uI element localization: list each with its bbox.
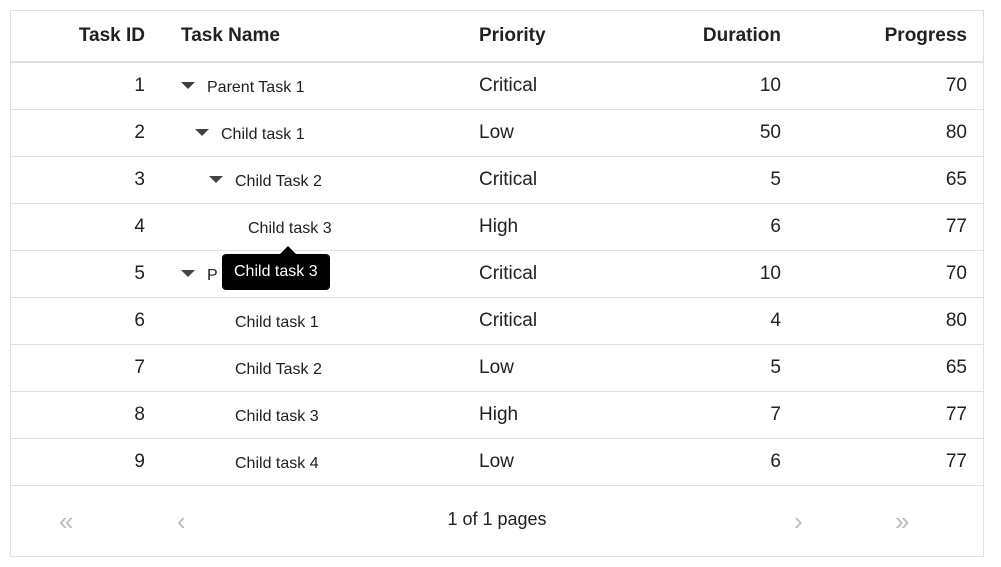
cell-task-name: Child Task 2 [181, 345, 461, 391]
cell-duration: 6 [770, 216, 781, 237]
double-chevron-left-icon[interactable]: « [59, 506, 74, 536]
table-row[interactable]: 6 Child task 1 Critical 4 80 [11, 298, 983, 345]
task-name-label: Child task 3 [248, 220, 332, 237]
cell-priority: Critical [479, 169, 538, 190]
cell-task-id: 6 [134, 310, 145, 331]
caret-down-icon[interactable] [181, 270, 195, 278]
cell-progress: 77 [945, 451, 967, 472]
table-row[interactable]: 7 Child Task 2 Low 5 65 [11, 345, 983, 392]
cell-priority: Low [479, 357, 514, 378]
cell-progress: 80 [945, 310, 967, 331]
cell-duration: 5 [770, 169, 781, 190]
task-name-label: Parent Task 1 [207, 79, 305, 96]
header-task-name[interactable]: Task Name [181, 25, 280, 46]
cell-duration: 10 [759, 75, 781, 96]
cell-task-id: 4 [134, 216, 145, 237]
cell-priority: Low [479, 122, 514, 143]
table-row[interactable]: 1 Parent Task 1 Critical 10 70 [11, 63, 983, 110]
chevron-right-icon[interactable]: › [794, 506, 803, 536]
task-name-label: Child task 1 [221, 126, 305, 143]
cell-priority: Low [479, 451, 514, 472]
task-name-label: Child Task 2 [235, 361, 322, 378]
cell-task-id: 3 [134, 169, 145, 190]
task-name-label: Child task 4 [235, 455, 319, 472]
cell-priority: High [479, 216, 519, 237]
tooltip-text: Child task 3 [234, 263, 318, 280]
cell-duration: 10 [759, 263, 781, 284]
cell-progress: 77 [945, 216, 967, 237]
cell-progress: 80 [945, 122, 967, 143]
cell-task-name: Child Task 2 [181, 157, 461, 203]
cell-task-name: Child task 4 [181, 439, 461, 485]
tooltip: Child task 3 [222, 246, 330, 290]
table-row[interactable]: 2 Child task 1 Low 50 80 [11, 110, 983, 157]
cell-progress: 70 [945, 75, 967, 96]
tree-grid: Task ID Task Name Priority Duration Prog… [10, 10, 984, 557]
cell-duration: 7 [770, 404, 781, 425]
double-chevron-right-icon[interactable]: » [895, 506, 910, 536]
cell-task-name: Child task 1 [181, 298, 461, 344]
cell-task-name: Child task 3 [181, 204, 461, 250]
cell-task-name: P [181, 251, 461, 297]
table-row[interactable]: 9 Child task 4 Low 6 77 [11, 439, 983, 486]
cell-progress: 65 [945, 357, 967, 378]
cell-duration: 50 [759, 122, 781, 143]
grid-header: Task ID Task Name Priority Duration Prog… [11, 11, 983, 63]
cell-task-id: 2 [134, 122, 145, 143]
cell-priority: Critical [479, 263, 538, 284]
cell-priority: High [479, 404, 519, 425]
cell-task-name: Child task 1 [181, 110, 461, 156]
cell-task-id: 1 [134, 75, 145, 96]
task-name-label: Child Task 2 [235, 173, 322, 190]
cell-priority: Critical [479, 310, 538, 331]
cell-task-name: Parent Task 1 [181, 63, 461, 109]
cell-progress: 70 [945, 263, 967, 284]
cell-task-name: Child task 3 [181, 392, 461, 438]
cell-priority: Critical [479, 75, 538, 96]
pager: « ‹ 1 of 1 pages › » [11, 488, 983, 558]
pager-info: 1 of 1 pages [447, 509, 547, 529]
header-duration[interactable]: Duration [702, 25, 781, 46]
chevron-left-icon[interactable]: ‹ [177, 506, 186, 536]
caret-down-icon[interactable] [195, 129, 209, 137]
table-row[interactable]: 4 Child task 3 High 6 77 [11, 204, 983, 251]
cell-duration: 4 [770, 310, 781, 331]
cell-progress: 65 [945, 169, 967, 190]
cell-task-id: 9 [134, 451, 145, 472]
cell-task-id: 7 [134, 357, 145, 378]
task-name-label: P [207, 267, 218, 284]
cell-progress: 77 [945, 404, 967, 425]
header-task-id[interactable]: Task ID [78, 25, 145, 46]
header-progress[interactable]: Progress [884, 25, 967, 46]
cell-task-id: 8 [134, 404, 145, 425]
caret-down-icon[interactable] [181, 82, 195, 90]
cell-duration: 6 [770, 451, 781, 472]
caret-down-icon[interactable] [209, 176, 223, 184]
table-row[interactable]: 5 P Critical 10 70 [11, 251, 983, 298]
tooltip-arrow [280, 246, 296, 254]
header-priority[interactable]: Priority [479, 25, 546, 46]
task-name-label: Child task 1 [235, 314, 319, 331]
cell-duration: 5 [770, 357, 781, 378]
table-row[interactable]: 3 Child Task 2 Critical 5 65 [11, 157, 983, 204]
task-name-label: Child task 3 [235, 408, 319, 425]
cell-task-id: 5 [134, 263, 145, 284]
